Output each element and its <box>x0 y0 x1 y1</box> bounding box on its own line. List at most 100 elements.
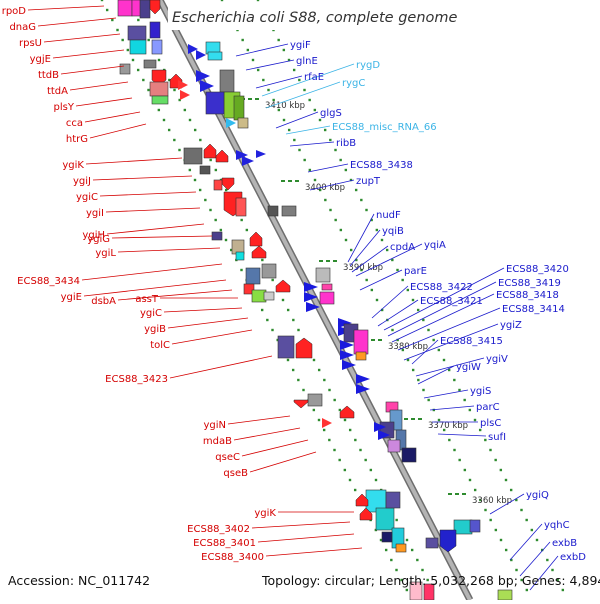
guide-dot <box>308 98 311 102</box>
guide-dot <box>499 538 503 542</box>
leader-line-left <box>84 111 141 123</box>
gene-label-right: ECS88_3421 <box>420 296 483 307</box>
guide-dot <box>333 448 336 452</box>
gene-label-left: ygiB <box>144 324 166 335</box>
guide-dot <box>282 118 286 122</box>
leader-line-right <box>275 111 319 129</box>
guide-dot <box>220 0 224 2</box>
gene-label-left: ygiN <box>203 420 226 431</box>
guide-dot <box>224 238 228 242</box>
guide-dot <box>515 568 518 572</box>
gene-box <box>453 519 473 535</box>
guide-dot <box>251 58 255 62</box>
guide-dot <box>504 548 508 552</box>
gene-box <box>211 231 223 241</box>
gene-label-left: ttdA <box>47 86 68 97</box>
leader-line-left <box>69 81 129 91</box>
gene-label-right: cpdA <box>390 242 415 253</box>
gene-label-left: ECS88_3434 <box>17 276 80 287</box>
gene-labels: rpoDdnaGrpsUygjEttdBttdAplsYccahtrGygiKy… <box>2 6 587 563</box>
guide-dot <box>416 558 419 562</box>
leader-line-right <box>351 245 389 273</box>
leader-line-right <box>489 493 525 515</box>
gene-box <box>199 165 211 175</box>
leader-line-left <box>257 533 355 543</box>
guide-dot <box>463 468 467 472</box>
guide-dot <box>317 368 321 372</box>
leader-line-left <box>83 279 227 297</box>
guide-dot <box>334 218 337 222</box>
gene-box <box>395 543 407 553</box>
leader-line-right <box>411 339 439 365</box>
ruler-label: 3360 kbp <box>472 496 512 506</box>
guide-dot <box>494 458 497 462</box>
leader-line-right <box>415 357 485 377</box>
leader-line-left <box>75 97 133 107</box>
guide-dot <box>286 358 290 362</box>
guide-dot <box>323 128 327 132</box>
leader-line-right <box>349 229 381 267</box>
guide-dot <box>458 388 461 392</box>
guide-dot <box>246 48 250 52</box>
gene-chevron <box>180 90 190 100</box>
gene-chevron <box>378 430 390 440</box>
gene-box <box>183 147 203 165</box>
gene-box <box>261 263 277 279</box>
guide-dot <box>256 0 260 2</box>
guide-dot <box>339 158 342 162</box>
gene-arrow <box>295 337 313 359</box>
guide-dot <box>355 258 358 262</box>
gene-label-right: ECS88_3420 <box>506 264 569 275</box>
gene-label-left: ygiC <box>76 192 98 203</box>
guide-dot <box>447 368 451 372</box>
leader-line-right <box>423 389 469 399</box>
guide-dot <box>525 518 528 522</box>
ruler-label: 3380 kbp <box>388 342 428 352</box>
gene-chevron <box>256 150 266 158</box>
guide-dot <box>401 348 405 352</box>
gene-chevron <box>356 384 370 394</box>
guide-dot <box>214 218 217 222</box>
leader-line-right <box>285 125 331 135</box>
guide-dot <box>406 358 410 362</box>
guide-dot <box>504 478 508 482</box>
gene-chevron <box>304 292 318 302</box>
gene-chevron <box>356 374 370 384</box>
gene-label-left: ygiE <box>61 292 82 303</box>
gene-box <box>321 283 333 291</box>
guide-dot <box>551 568 554 572</box>
guide-dot <box>489 518 492 522</box>
guide-dot <box>183 108 187 112</box>
leader-line-left <box>81 263 223 281</box>
guide-dot <box>178 148 181 152</box>
gene-box <box>119 63 131 75</box>
gene-box <box>205 91 225 115</box>
gene-label-right: nudF <box>376 210 401 221</box>
gene-label-left: ECS88_3400 <box>201 552 264 563</box>
gene-box <box>245 267 261 285</box>
guide-dot <box>375 228 379 232</box>
gene-label-left: ECS88_3401 <box>193 538 256 549</box>
gene-box <box>213 179 223 191</box>
guide-dot <box>282 48 286 52</box>
gene-chevron <box>338 318 352 328</box>
guide-dot <box>405 588 409 592</box>
guide-dot <box>136 68 140 72</box>
guide-dot <box>277 38 280 42</box>
guide-dot <box>400 578 403 582</box>
gene-box <box>425 537 439 549</box>
gene-label-left: ECS88_3402 <box>187 524 250 535</box>
gene-label-left: assT <box>135 294 159 305</box>
ruler-label: 3390 kbp <box>343 263 383 273</box>
gene-label-right: plsC <box>480 418 501 429</box>
gene-label-left: mdaB <box>203 436 232 447</box>
gene-label-left: qseC <box>215 452 240 463</box>
leader-line-right <box>509 523 543 561</box>
guide-dot <box>561 588 565 592</box>
gene-label-right: yqiA <box>424 240 446 251</box>
gene-box <box>315 267 331 283</box>
ruler-label: 3410 kbp <box>265 101 305 111</box>
gene-label-left: ygiK <box>254 508 276 519</box>
guide-dot <box>272 28 275 32</box>
